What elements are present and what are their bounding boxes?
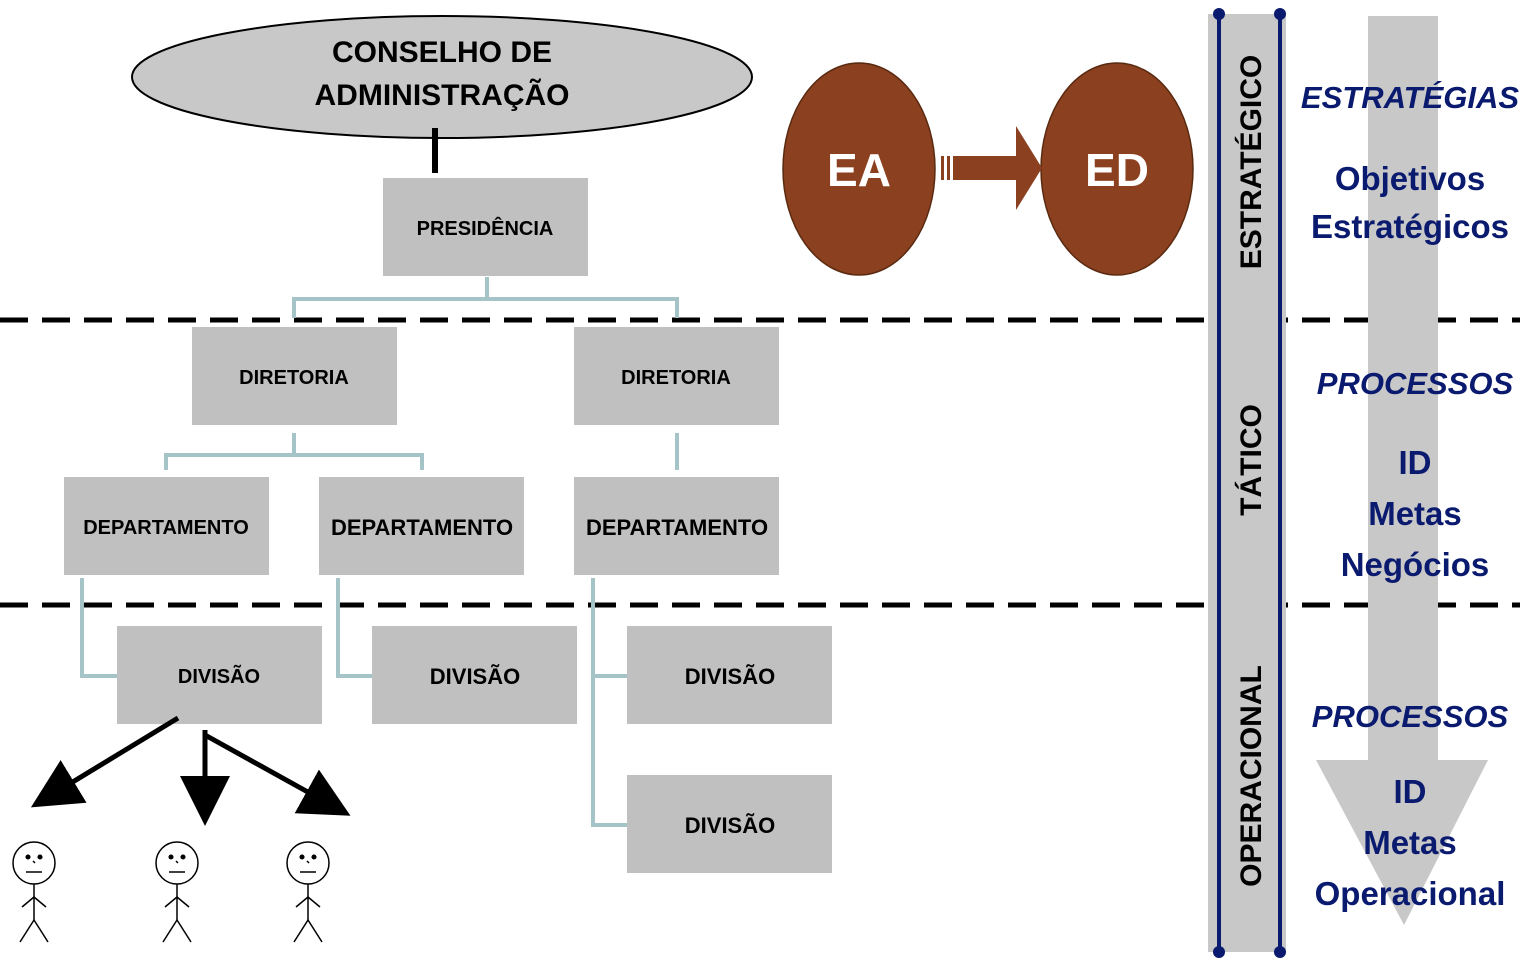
level-label-strategic: ESTRATÉGICO (1234, 55, 1268, 269)
current-state-ellipse (782, 62, 936, 276)
directorate-box (574, 327, 779, 425)
board-ellipse (131, 15, 753, 139)
current-state-label: EA (827, 144, 891, 196)
division-label: DIVISÃO (685, 813, 775, 838)
board-label: CONSELHO DE ADMINISTRAÇÃO (315, 36, 570, 112)
department-label: DEPARTAMENTO (331, 515, 513, 540)
rail-cap-icon (1274, 8, 1286, 20)
text-line: Metas (1363, 824, 1457, 861)
department-label: DEPARTAMENTO (586, 515, 768, 540)
directorate-label: DIRETORIA (621, 367, 731, 389)
division-box (372, 626, 577, 724)
text-line: ADMINISTRAÇÃO (315, 78, 570, 112)
division-box (117, 626, 322, 724)
processes-tactical-label: PROCESSOS (1317, 366, 1514, 401)
employee-arrows (30, 715, 351, 826)
presidency-box (383, 178, 588, 276)
level-label-tactical: TÁTICO (1234, 404, 1268, 516)
text-line: Metas (1368, 495, 1462, 532)
employee-figure-icon (286, 841, 330, 943)
text-line: Objetivos (1335, 160, 1485, 197)
rail-cap-icon (1213, 8, 1225, 20)
presidency-label: PRESIDÊNCIA (417, 216, 554, 240)
employee-figure-icon (155, 841, 199, 943)
directorate-label: DIRETORIA (239, 367, 349, 389)
top-down-flow-arrow (1316, 16, 1488, 925)
department-box (319, 477, 524, 575)
division-box (627, 775, 832, 873)
directorate-box (192, 327, 397, 425)
desired-state-label: ED (1085, 144, 1149, 196)
rail-cap-icon (1213, 946, 1225, 958)
department-label: DEPARTAMENTO (83, 517, 249, 539)
text-line: Estratégicos (1311, 208, 1509, 245)
text-line: ID (1399, 444, 1432, 481)
processes-operational-label: PROCESSOS (1312, 699, 1509, 734)
department-box (574, 477, 779, 575)
transition-arrow-icon (941, 126, 1042, 210)
rail-cap-icon (1274, 946, 1286, 958)
strategies-label: ESTRATÉGIAS (1301, 80, 1519, 115)
division-label: DIVISÃO (178, 665, 260, 688)
text-line: ID (1394, 773, 1427, 810)
text-line: Negócios (1341, 546, 1490, 583)
text-line: CONSELHO DE (332, 36, 552, 69)
division-label: DIVISÃO (685, 664, 775, 689)
department-box (64, 477, 269, 575)
employee-figure-icon (12, 841, 56, 943)
org-connectors (80, 277, 679, 827)
level-label-operational: OPERACIONAL (1235, 665, 1268, 887)
division-label: DIVISÃO (430, 664, 520, 689)
division-box (627, 626, 832, 724)
text-line: Operacional (1315, 875, 1506, 912)
